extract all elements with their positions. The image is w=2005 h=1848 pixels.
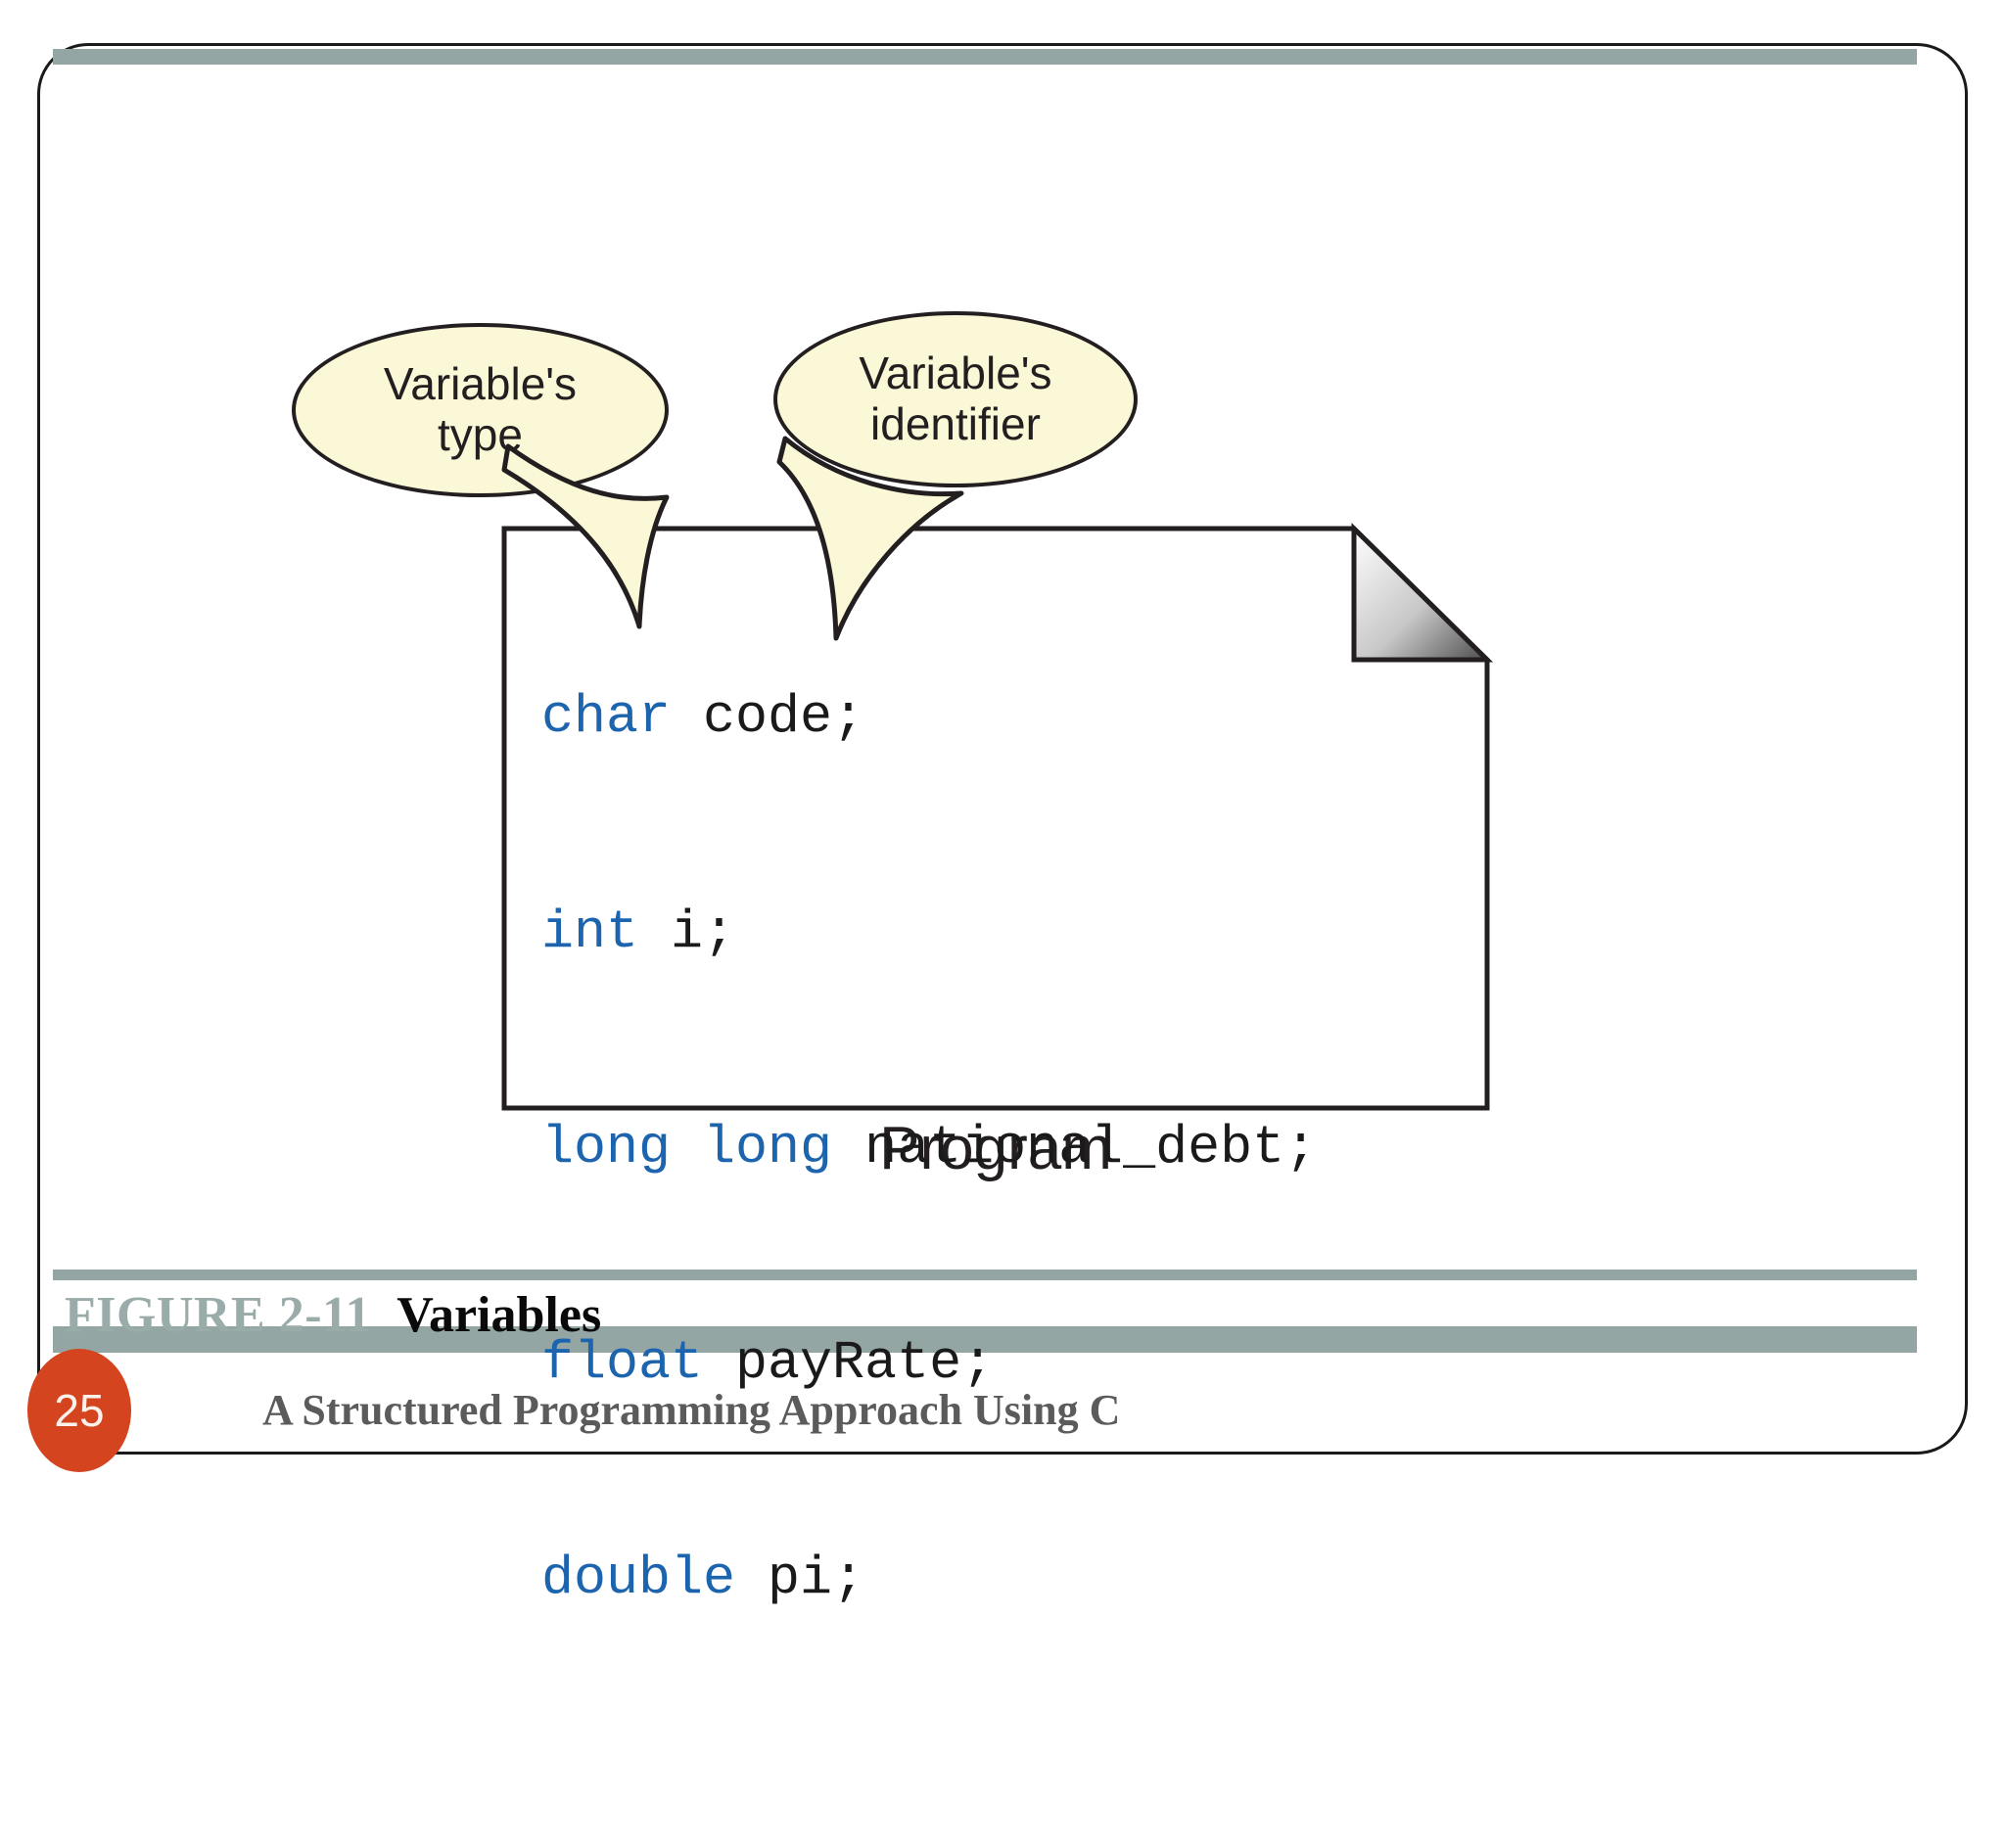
code-line: float payRate; [541, 1310, 1475, 1417]
code-rest: payRate; [703, 1332, 995, 1394]
figure-number: FIGURE 2-11 [65, 1287, 372, 1343]
top-accent-rule [53, 49, 1917, 65]
callout-identifier-oval [773, 311, 1138, 487]
code-line: double pi; [541, 1525, 1475, 1633]
callout-variables-type: Variable's type [292, 323, 670, 629]
code-keyword: char [541, 686, 672, 748]
figure-artwork: Variable's type Variable's identifier [0, 88, 2005, 1609]
code-line: long long national_debt; [541, 1094, 1475, 1202]
slide-canvas: Variable's type Variable's identifier [0, 43, 2005, 1609]
figure-caption-top-rule [53, 1270, 1917, 1280]
code-keyword: int [541, 901, 639, 963]
callout-type-oval [292, 323, 669, 497]
code-rest: code; [671, 686, 865, 748]
program-sheet-outline [501, 523, 1494, 1111]
code-listing: char code; int i; long long national_deb… [541, 556, 1475, 1848]
page-number-badge: 25 [27, 1349, 131, 1472]
code-rest: i; [638, 901, 736, 963]
code-keyword: long long [541, 1117, 833, 1178]
code-line: char code; [541, 664, 1475, 771]
callout-type-tail-icon [501, 443, 670, 629]
program-code-sheet: char code; int i; long long national_deb… [501, 523, 1494, 1609]
callout-type-label: Variable's type [383, 358, 578, 460]
book-title: A Structured Programming Approach Using … [262, 1386, 1121, 1434]
program-label: Program [879, 1115, 1112, 1182]
code-keyword: float [541, 1332, 704, 1394]
code-rest: pi; [735, 1548, 865, 1609]
figure-caption: FIGURE 2-11 Variables [65, 1286, 601, 1355]
callout-identifier-label: Variable's identifier [859, 347, 1052, 449]
footer-accent-rule [53, 1326, 1917, 1353]
code-rest: national_debt; [832, 1117, 1318, 1178]
code-keyword: double [541, 1548, 736, 1609]
callout-variables-identifier: Variable's identifier [773, 311, 1138, 641]
figure-title: Variables [396, 1287, 602, 1343]
code-line: int i; [541, 879, 1475, 987]
callout-identifier-tail-icon [776, 436, 964, 641]
